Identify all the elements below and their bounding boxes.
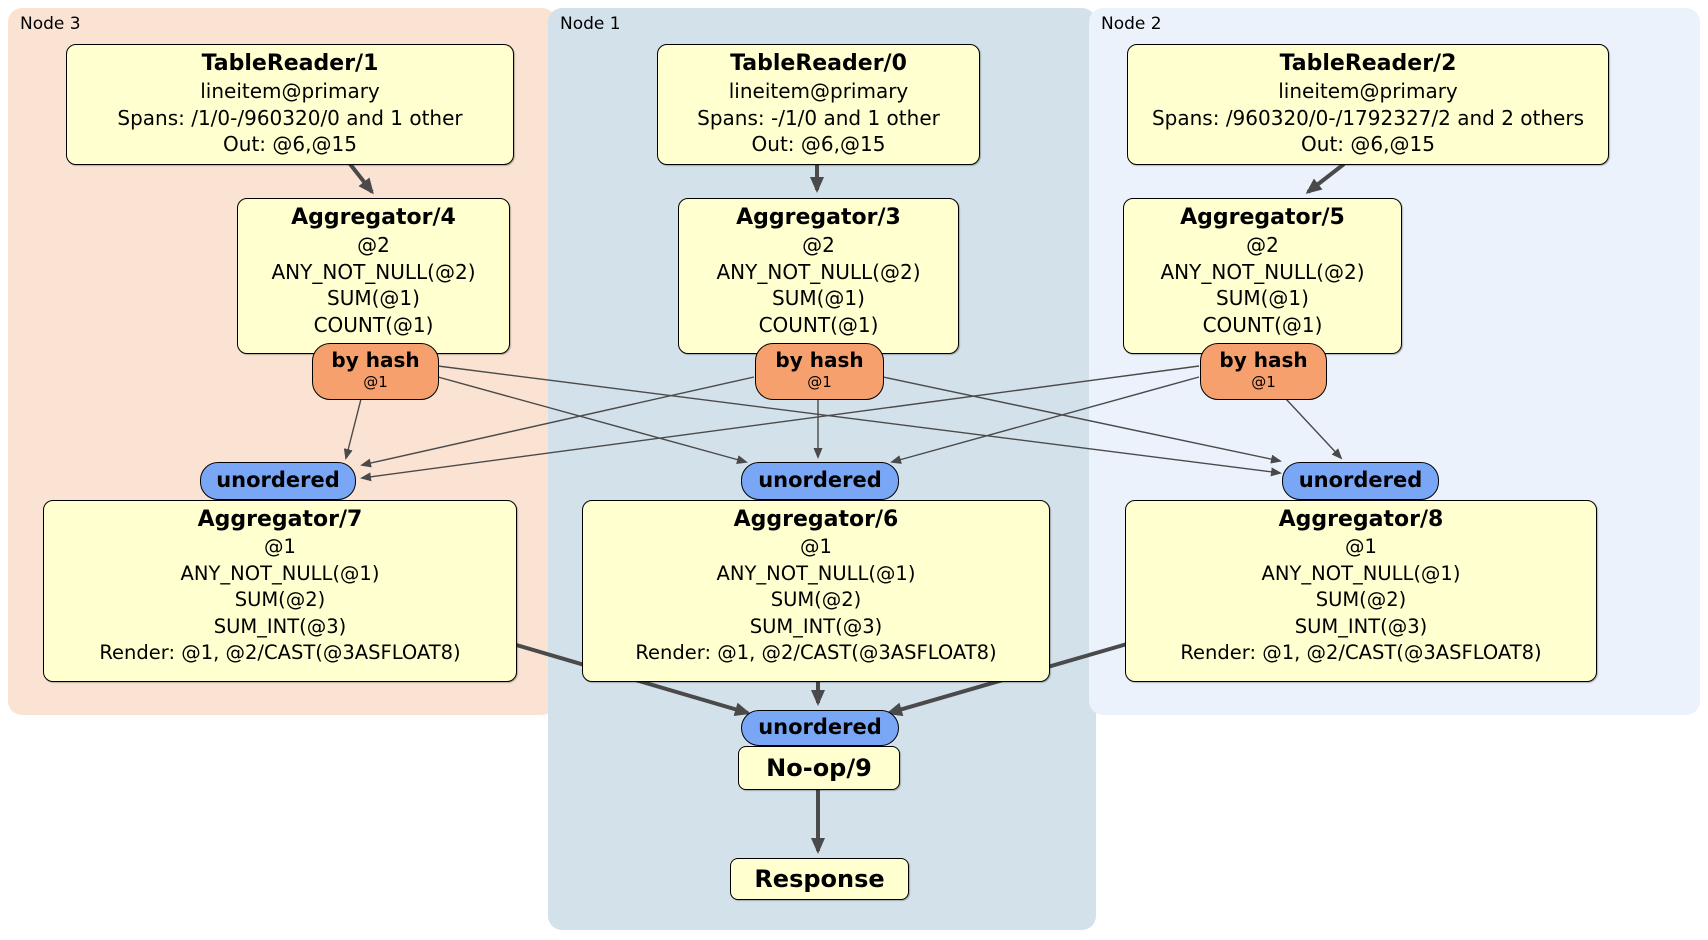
router-by-hash-3: by hash @1 bbox=[755, 343, 884, 400]
processor-title: Aggregator/4 bbox=[291, 205, 456, 230]
processor-line: lineitem@primary bbox=[200, 79, 380, 103]
processor-line: Render: @1, @2/CAST(@3ASFLOAT8) bbox=[99, 641, 461, 664]
processor-title: TableReader/2 bbox=[1279, 51, 1457, 76]
edge-bh5-un8 bbox=[1285, 398, 1343, 460]
processor-line: Out: @6,@15 bbox=[751, 132, 886, 156]
processor-line: Render: @1, @2/CAST(@3ASFLOAT8) bbox=[1180, 641, 1542, 664]
sync-unordered-6: unordered bbox=[741, 462, 899, 500]
processor-response: Response bbox=[730, 858, 909, 900]
processor-line: @1 bbox=[800, 535, 832, 558]
processor-aggregator-8: Aggregator/8 @1 ANY_NOT_NULL(@1) SUM(@2)… bbox=[1125, 500, 1597, 682]
region-node-3-label: Node 3 bbox=[20, 14, 81, 34]
processor-line: ANY_NOT_NULL(@1) bbox=[180, 561, 380, 585]
processor-line: @2 bbox=[802, 233, 835, 257]
router-key: @1 bbox=[363, 373, 388, 391]
processor-line: @1 bbox=[264, 535, 296, 558]
processor-line: Spans: -/1/0 and 1 other bbox=[697, 105, 940, 130]
processor-title: Aggregator/3 bbox=[736, 205, 901, 230]
processor-line: SUM(@1) bbox=[1216, 286, 1309, 310]
router-by-hash-4: by hash @1 bbox=[312, 343, 439, 400]
router-label: by hash bbox=[331, 348, 420, 372]
processor-title: Aggregator/7 bbox=[197, 507, 363, 532]
processor-aggregator-4: Aggregator/4 @2 ANY_NOT_NULL(@2) SUM(@1)… bbox=[237, 198, 510, 354]
processor-title: TableReader/0 bbox=[730, 51, 907, 76]
processor-title: Aggregator/8 bbox=[1278, 507, 1444, 532]
edge-bh3-un8 bbox=[882, 376, 1282, 464]
processor-line: @2 bbox=[357, 233, 390, 257]
sync-unordered-8: unordered bbox=[1282, 462, 1439, 500]
processor-line: ANY_NOT_NULL(@2) bbox=[1160, 259, 1365, 284]
processor-title: Aggregator/6 bbox=[733, 507, 899, 532]
edge-tr2-agg5 bbox=[1305, 162, 1346, 194]
processor-line: COUNT(@1) bbox=[1202, 312, 1323, 337]
router-key: @1 bbox=[1251, 373, 1276, 391]
processor-line: SUM_INT(@3) bbox=[749, 614, 883, 638]
edge-bh3-un7 bbox=[360, 376, 755, 468]
processor-title: Aggregator/5 bbox=[1180, 205, 1345, 230]
processor-line: SUM(@1) bbox=[772, 286, 865, 310]
edge-bh4-un6 bbox=[437, 376, 748, 464]
processor-line: @2 bbox=[1246, 233, 1279, 257]
router-label: by hash bbox=[1219, 348, 1308, 372]
processor-tablereader-1: TableReader/1 lineitem@primary Spans: /1… bbox=[66, 44, 514, 165]
sync-unordered-7: unordered bbox=[200, 462, 356, 500]
processor-line: ANY_NOT_NULL(@1) bbox=[1261, 561, 1461, 585]
processor-line: SUM(@1) bbox=[327, 286, 420, 310]
processor-line: Out: @6,@15 bbox=[223, 132, 357, 156]
router-by-hash-5: by hash @1 bbox=[1200, 343, 1327, 400]
processor-line: Spans: /960320/0-/1792327/2 and 2 others bbox=[1151, 105, 1584, 130]
edge-bh5-un6 bbox=[890, 376, 1200, 464]
processor-line: ANY_NOT_NULL(@2) bbox=[271, 259, 476, 284]
edge-bh5-un7 bbox=[360, 365, 1200, 482]
processor-tablereader-2: TableReader/2 lineitem@primary Spans: /9… bbox=[1127, 44, 1609, 165]
processor-noop-9: No-op/9 bbox=[738, 746, 900, 790]
edge-bh4-un8 bbox=[437, 365, 1282, 477]
processor-line: Out: @6,@15 bbox=[1301, 132, 1435, 156]
router-label: by hash bbox=[775, 348, 864, 372]
processor-line: Spans: /1/0-/960320/0 and 1 other bbox=[117, 105, 463, 130]
processor-tablereader-0: TableReader/0 lineitem@primary Spans: -/… bbox=[657, 44, 980, 165]
processor-line: ANY_NOT_NULL(@2) bbox=[716, 259, 921, 284]
processor-line: lineitem@primary bbox=[728, 79, 909, 103]
processor-line: SUM(@2) bbox=[234, 588, 326, 611]
processor-aggregator-5: Aggregator/5 @2 ANY_NOT_NULL(@2) SUM(@1)… bbox=[1123, 198, 1402, 354]
processor-line: Render: @1, @2/CAST(@3ASFLOAT8) bbox=[635, 641, 997, 664]
processor-aggregator-3: Aggregator/3 @2 ANY_NOT_NULL(@2) SUM(@1)… bbox=[678, 198, 959, 354]
processor-line: COUNT(@1) bbox=[758, 312, 879, 337]
processor-line: SUM_INT(@3) bbox=[1294, 614, 1428, 638]
edge-tr1-agg4 bbox=[348, 162, 374, 195]
processor-line: ANY_NOT_NULL(@1) bbox=[716, 561, 916, 585]
router-key: @1 bbox=[807, 373, 832, 391]
region-node-2-label: Node 2 bbox=[1101, 14, 1162, 34]
processor-title: TableReader/1 bbox=[201, 51, 379, 76]
processor-aggregator-7: Aggregator/7 @1 ANY_NOT_NULL(@1) SUM(@2)… bbox=[43, 500, 517, 682]
sync-unordered-final: unordered bbox=[741, 710, 899, 746]
processor-line: @1 bbox=[1345, 535, 1377, 558]
processor-line: lineitem@primary bbox=[1278, 79, 1458, 103]
processor-aggregator-6: Aggregator/6 @1 ANY_NOT_NULL(@1) SUM(@2)… bbox=[582, 500, 1050, 682]
region-node-1-label: Node 1 bbox=[560, 14, 621, 34]
edge-bh4-un7 bbox=[343, 398, 362, 460]
processor-line: SUM(@2) bbox=[1315, 588, 1407, 611]
processor-line: SUM_INT(@3) bbox=[213, 614, 347, 638]
processor-line: SUM(@2) bbox=[770, 588, 862, 611]
processor-line: COUNT(@1) bbox=[313, 312, 434, 337]
